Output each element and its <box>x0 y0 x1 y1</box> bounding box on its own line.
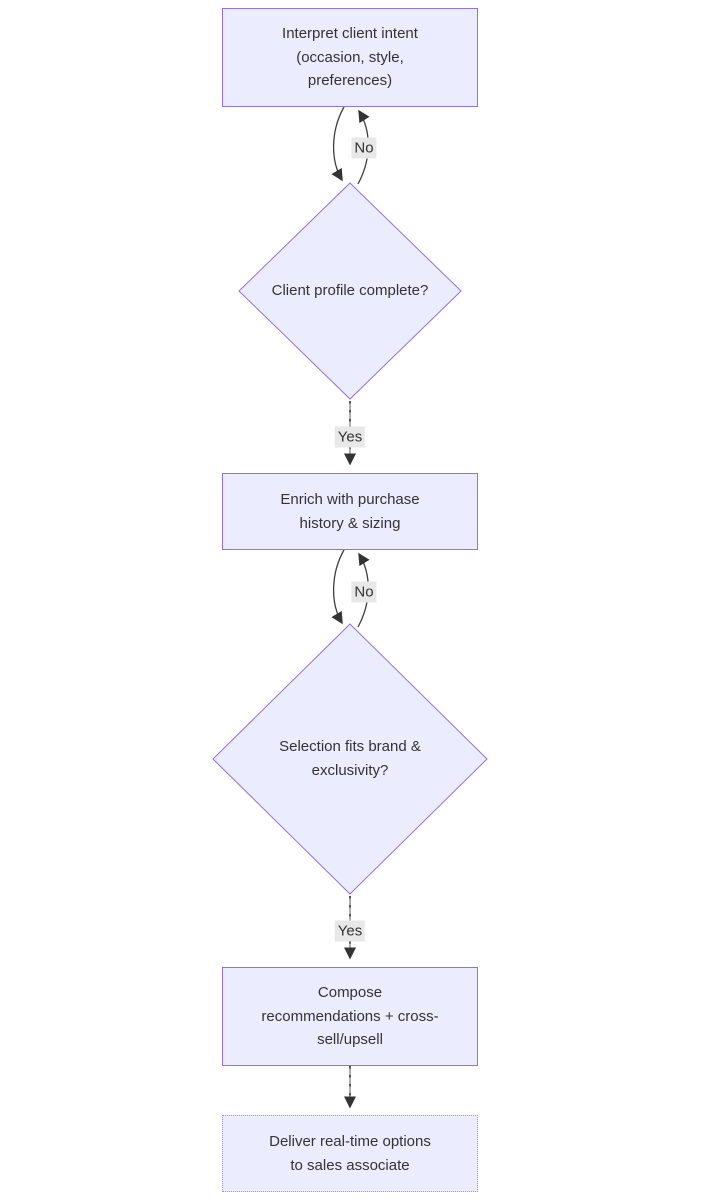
edge-enrich-to-fits-brand <box>331 549 345 625</box>
process-node-compose-recommendations: Compose recommendations + cross- sell/up… <box>222 967 478 1066</box>
edge-interpret-to-profile <box>331 106 345 182</box>
edge-label-yes-1: Yes <box>334 426 366 448</box>
decision-profile-complete-label: Client profile complete? <box>271 282 429 299</box>
edge-label-no-2: No <box>351 581 377 603</box>
process-node-enrich-history: Enrich with purchase history & sizing <box>222 473 478 550</box>
process-node-interpret-intent: Interpret client intent (occasion, style… <box>222 8 478 107</box>
decision-fits-brand-shape <box>212 623 488 895</box>
edge-label-yes-2: Yes <box>334 920 366 942</box>
decision-fits-brand-label: Selection fits brand & exclusivity? <box>279 738 421 779</box>
decision-profile-complete-shape <box>238 182 462 400</box>
process-node-deliver-options: Deliver real-time options to sales assoc… <box>222 1115 478 1192</box>
edge-label-no-1: No <box>351 137 377 159</box>
